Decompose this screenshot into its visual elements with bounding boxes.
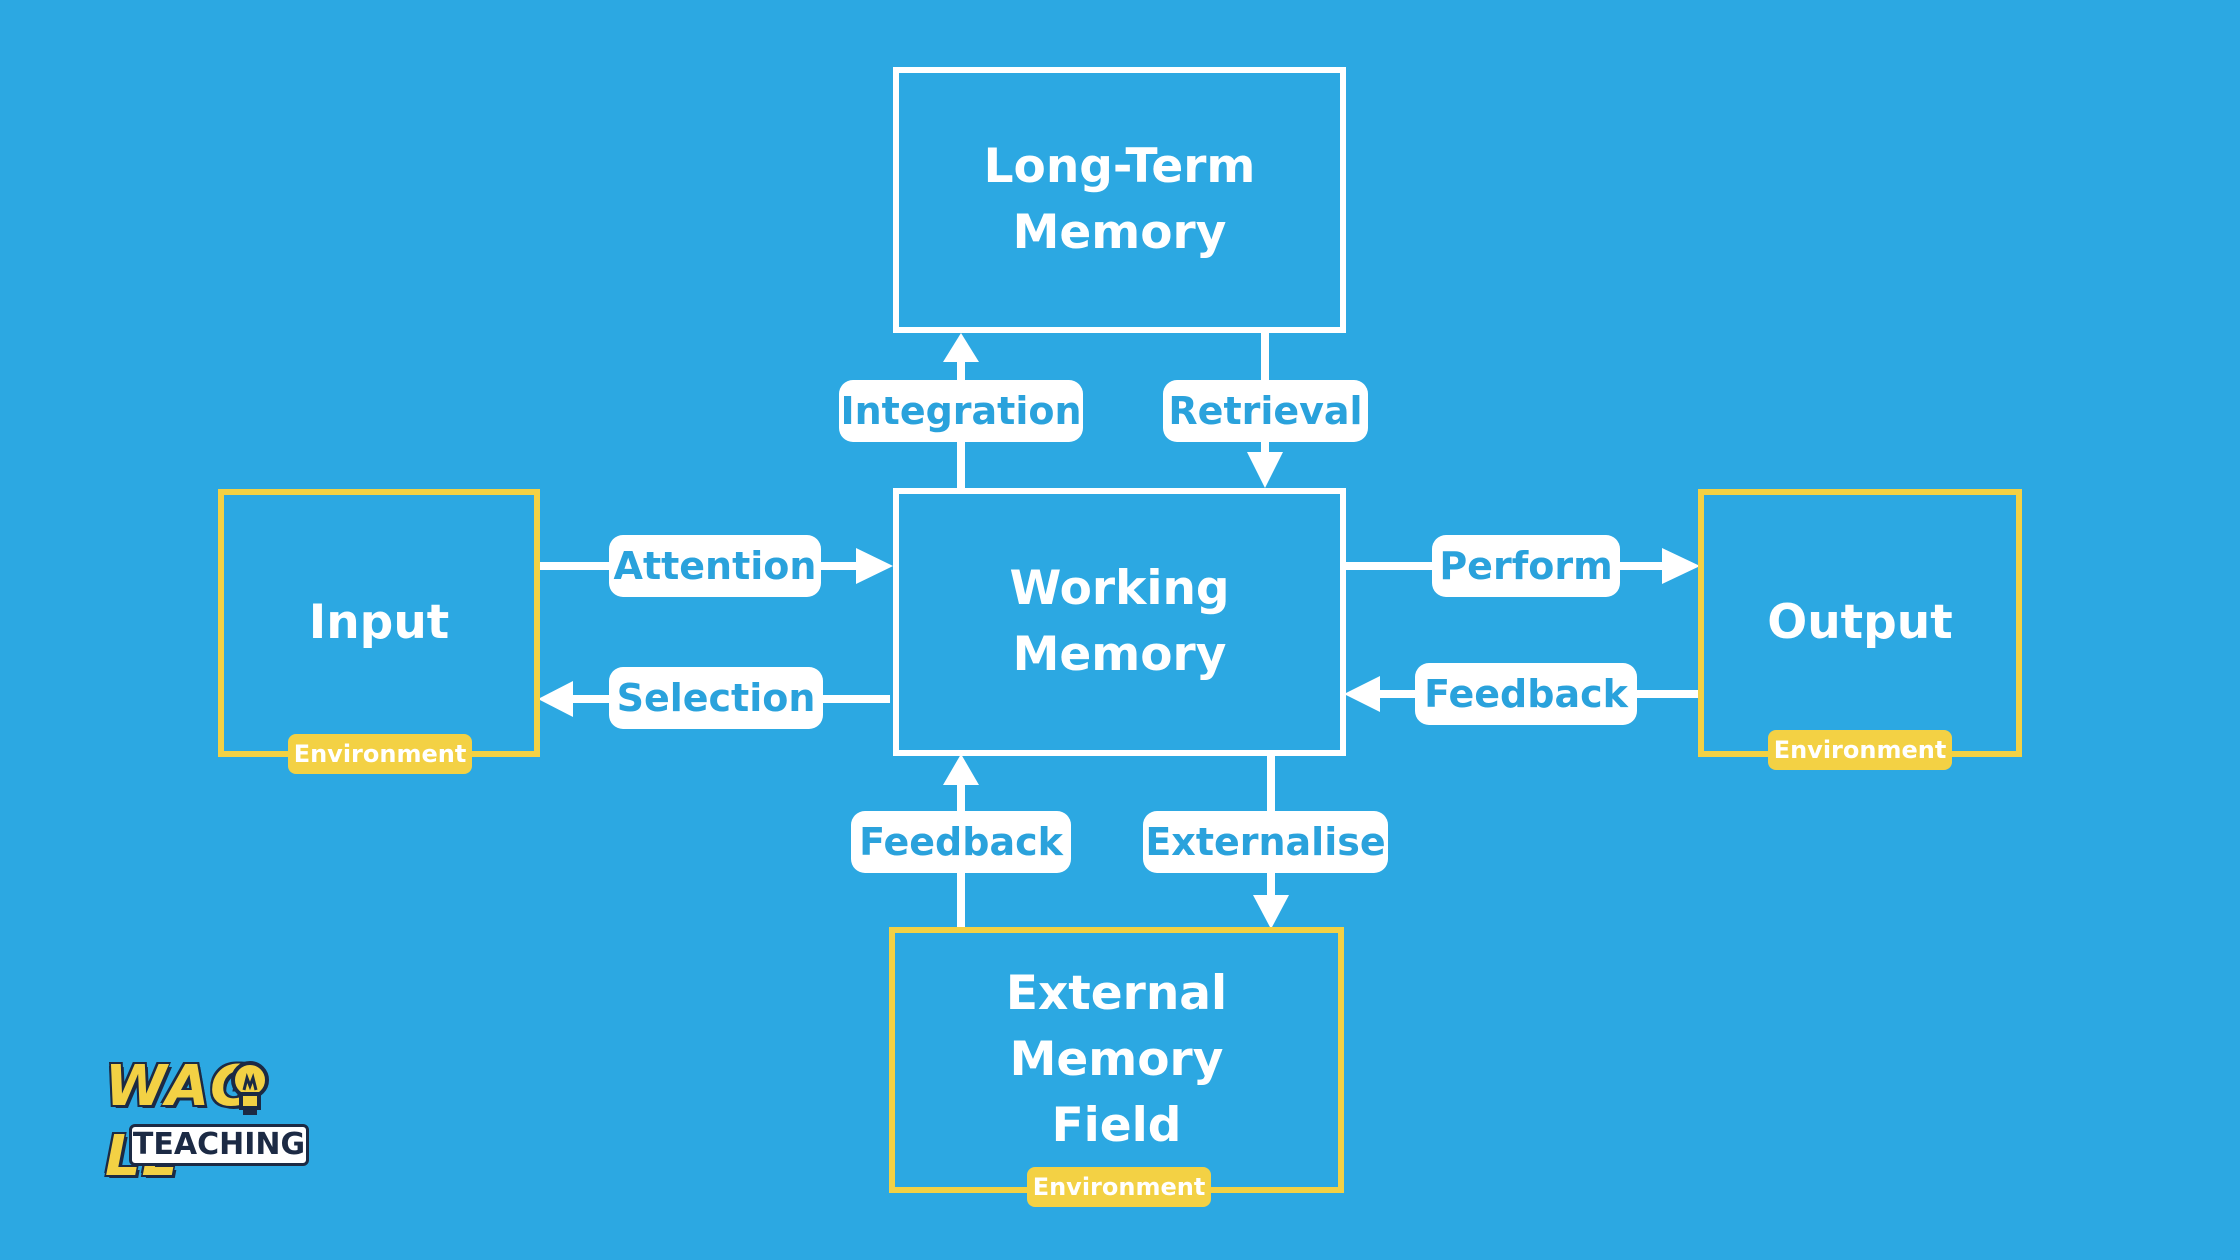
external-memory-field-label: External Memory Field	[1005, 966, 1228, 1153]
working-memory-label: Working Memory	[1009, 561, 1230, 682]
integration-label: Integration	[839, 380, 1083, 442]
feedback-external-label: Feedback	[851, 811, 1071, 873]
lightbulb-icon	[231, 1061, 269, 1115]
long-term-memory-label: Long-Term Memory	[983, 139, 1256, 260]
externalise-label: Externalise	[1143, 811, 1388, 873]
working-memory-box: Working Memory	[893, 488, 1346, 756]
output-label: Output	[1767, 595, 1953, 650]
logo-teaching: TEACHING	[129, 1124, 309, 1166]
integration-arrowhead	[943, 333, 979, 362]
logo-wordmark: WAG LL	[105, 1054, 258, 1189]
feedback-output-arrowhead	[1344, 676, 1380, 712]
output-box: Output	[1698, 489, 2022, 757]
long-term-memory-box: Long-Term Memory	[893, 67, 1346, 333]
attention-label: Attention	[609, 535, 821, 597]
attention-arrowhead	[856, 548, 893, 584]
perform-arrowhead	[1662, 548, 1700, 584]
input-label: Input	[308, 595, 450, 650]
wagoll-teaching-logo: WAG LL TEACHING	[105, 1052, 330, 1189]
input-box: Input	[218, 489, 540, 757]
retrieval-arrowhead	[1247, 452, 1283, 488]
externalise-arrowhead	[1253, 895, 1289, 929]
perform-label: Perform	[1432, 535, 1620, 597]
feedback-output-label: Feedback	[1415, 663, 1637, 725]
environment-tag-output: Environment	[1768, 730, 1952, 770]
external-memory-field-box: External Memory Field	[889, 927, 1344, 1193]
retrieval-label: Retrieval	[1163, 380, 1368, 442]
feedback-external-arrowhead	[943, 754, 979, 785]
selection-label: Selection	[609, 667, 823, 729]
environment-tag-input: Environment	[288, 734, 472, 774]
selection-arrowhead	[538, 681, 573, 717]
environment-tag-external: Environment	[1027, 1167, 1211, 1207]
